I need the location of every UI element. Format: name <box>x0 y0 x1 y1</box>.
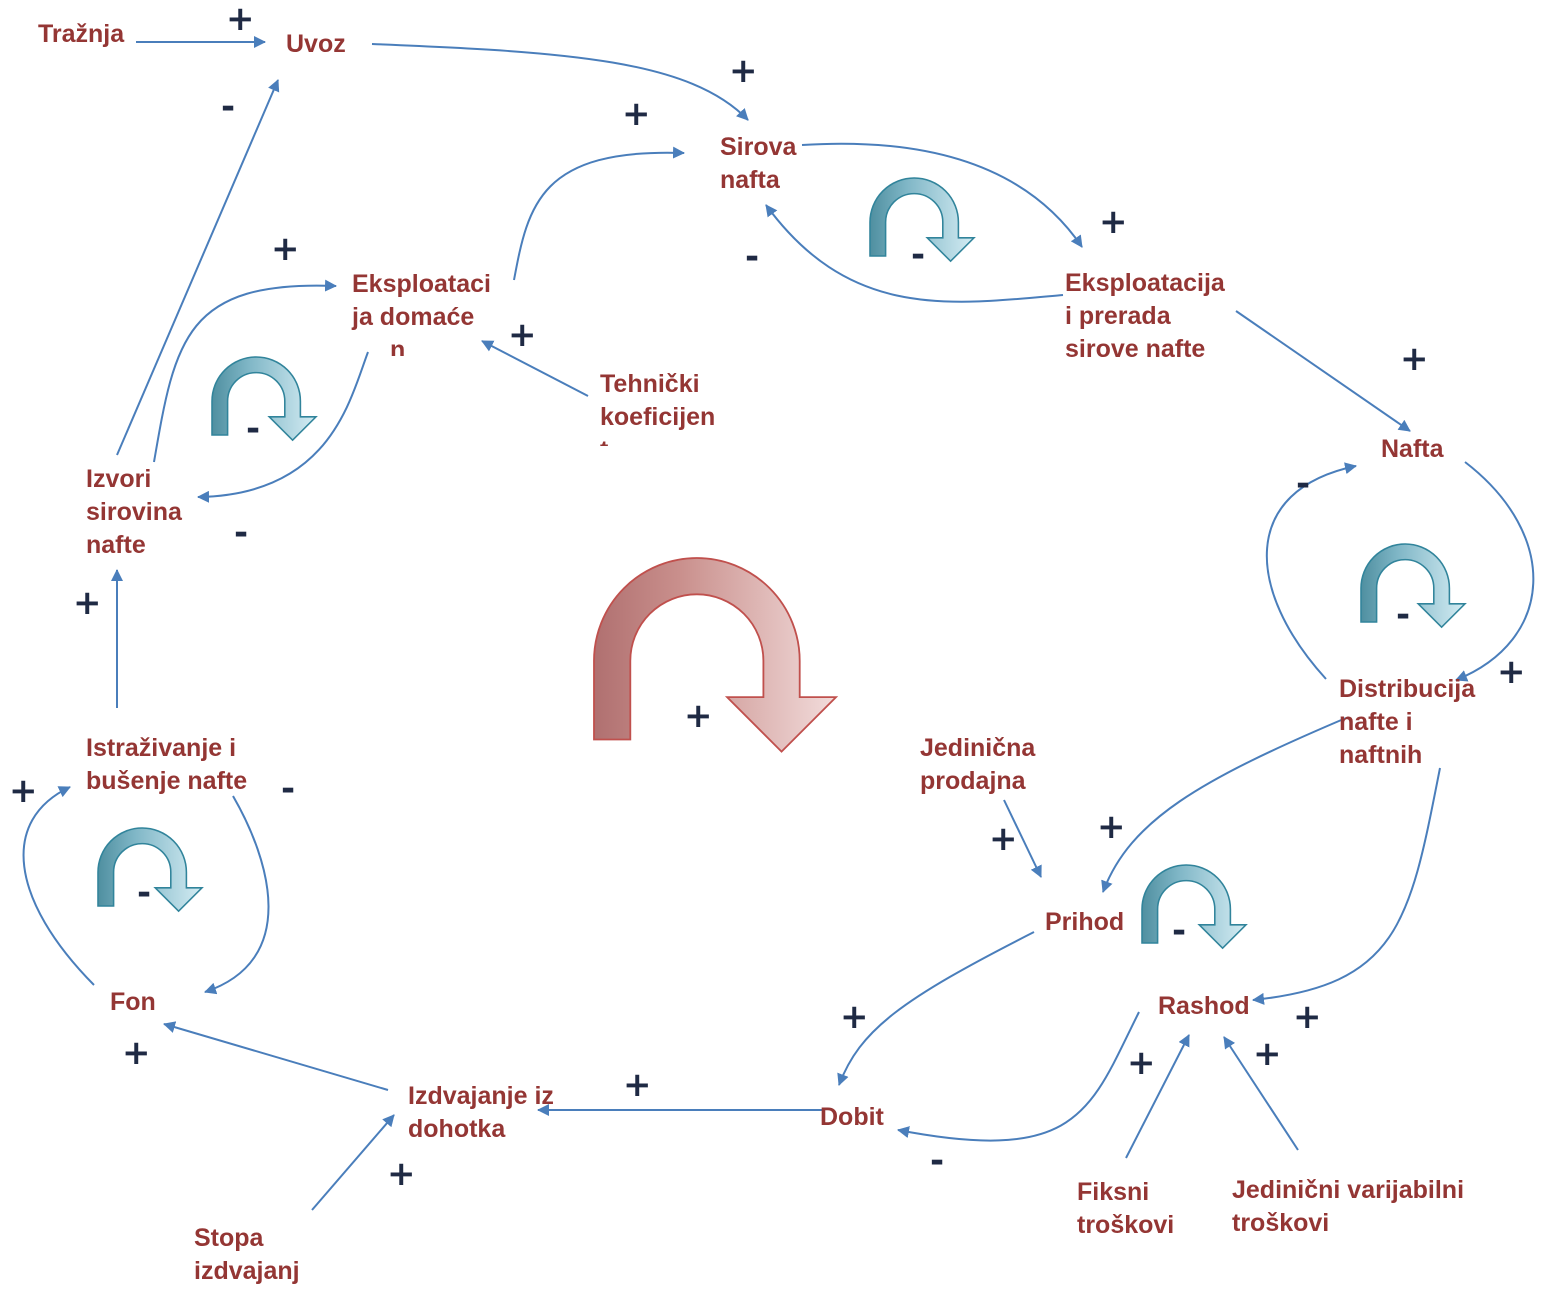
node-traznja: Tražnja <box>38 20 125 48</box>
node-istrazivanje: Istraživanje i bušenje nafte <box>86 734 247 795</box>
sign-izvori-uvoz: - <box>221 87 235 127</box>
sign-distribucija-prihod: + <box>1097 807 1126 847</box>
sign-nafta-distribucija: + <box>1497 652 1526 692</box>
loop-sign-nafta: - <box>1396 595 1410 635</box>
sign-dobit-izdvajanje: + <box>623 1065 652 1105</box>
node-stopa-izdvajanja: Stopa izdvajanj <box>194 1224 300 1285</box>
loop-icons <box>97 177 1467 950</box>
sign-istrazivanje-izvori: + <box>73 583 102 623</box>
node-fon: Fon <box>110 988 156 1016</box>
link-varijabilni-rashod <box>1223 1036 1299 1151</box>
link-istrazivanje-fon <box>204 795 270 995</box>
link-tehnicki-domace <box>481 340 589 397</box>
loop-arrow-icon-sirova <box>869 177 976 263</box>
node-uvoz: Uvoz <box>286 30 346 58</box>
sign-distribucija-nafta: - <box>1296 464 1310 504</box>
sign-domace-sirova: + <box>622 94 651 134</box>
node-eksploatacija-domace: Eksploataci ja domaće n <box>351 270 498 364</box>
loop-sign-main: + <box>684 696 713 736</box>
link-distribucija-nafta <box>1265 462 1357 680</box>
link-domace-sirova-nafta <box>513 146 685 281</box>
sign-sirova-prerada: + <box>1099 202 1128 242</box>
loop-arrow-icon-istrazivanje <box>97 827 204 913</box>
loop-sign-prihod: - <box>1172 911 1186 951</box>
loop-sign-sirova: - <box>911 235 925 275</box>
sign-traznja-uvoz: + <box>226 0 255 39</box>
links <box>22 36 1535 1211</box>
node-rashod: Rashod <box>1158 992 1250 1020</box>
node-eksploatacija-prerada: Eksploatacija i prerada sirove nafte <box>1065 269 1232 363</box>
sign-prerada-sirova: - <box>745 237 759 277</box>
link-prerada-nafta <box>1235 310 1411 432</box>
loop-sign-domace: - <box>246 409 260 449</box>
sign-istrazivanje-fon: - <box>281 769 295 809</box>
svg-text:Eksploataci ja domaće: Eksploataci ja domaće n <box>351 270 498 364</box>
svg-text:Tehnički koeficijen: Tehnički koeficijen t <box>600 370 722 464</box>
sign-prihod-dobit: + <box>840 997 869 1037</box>
node-dobit: Dobit <box>820 1103 885 1131</box>
node-izdvajanje: Izdvajanje iz dohotka <box>408 1082 561 1143</box>
link-fon-istrazivanje <box>22 786 95 986</box>
link-domace-izvori <box>197 351 369 503</box>
link-distribucija-prihod <box>1101 717 1347 893</box>
link-izvori-uvoz <box>116 79 280 456</box>
link-signs: + - + + + - + + - + - + + + - + + + + - … <box>9 0 1526 1194</box>
link-izdvajanje-fon <box>163 1021 389 1091</box>
link-sirova-prerada <box>801 142 1083 248</box>
link-nafta-distribucija <box>1455 461 1535 682</box>
node-nafta: Nafta <box>1381 435 1445 463</box>
node-labels: Tražnja Uvoz Sirova nafta Eksploataci ja… <box>38 20 1482 1285</box>
loop-signs: - - - - - + <box>137 235 1410 951</box>
link-prihod-dobit <box>837 931 1035 1086</box>
loop-arrow-icon-nafta <box>1360 543 1467 629</box>
sign-stopa-izdvajanje: + <box>387 1154 416 1194</box>
sign-prerada-nafta: + <box>1400 339 1429 379</box>
link-fiksni-rashod <box>1125 1034 1190 1159</box>
link-uvoz-sirova-nafta <box>371 43 749 121</box>
link-rashod-dobit <box>897 1011 1140 1142</box>
loop-sign-istrazivanje: - <box>137 873 151 913</box>
sign-uvoz-sirova: + <box>729 51 758 91</box>
node-prihod: Prihod <box>1045 908 1124 936</box>
link-stopa-izdvajanje <box>311 1114 395 1211</box>
sign-varijabilni-rashod: + <box>1253 1034 1282 1074</box>
sign-distribucija-rashod: + <box>1293 997 1322 1037</box>
sign-izvori-domace: + <box>271 229 300 269</box>
loop-arrow-icon-domace <box>211 356 318 442</box>
node-tehnicki-koeficijent: Tehnički koeficijen t <box>600 370 722 464</box>
node-sirova-nafta: Sirova nafta <box>720 133 803 194</box>
node-fiksni-troskovi: Fiksni troškovi <box>1077 1178 1174 1239</box>
link-izvori-domace <box>153 279 337 463</box>
sign-tehnicki-domace: + <box>508 315 537 355</box>
loop-arrow-icon-prihod <box>1141 864 1248 950</box>
loop-arrow-icon-main <box>593 557 839 753</box>
sign-domace-izvori: - <box>234 513 248 553</box>
node-distribucija: Distribucija nafte i naftnih <box>1339 675 1482 769</box>
node-izvori-sirovina: Izvori sirovina nafte <box>86 465 189 559</box>
link-jedinicna-prihod <box>1003 799 1042 878</box>
sign-jedinicna-prihod: + <box>989 819 1018 859</box>
sign-fon-istrazivanje: + <box>9 771 38 811</box>
sign-rashod-dobit: - <box>930 1141 944 1181</box>
link-distribucija-rashod <box>1252 767 1441 1005</box>
sign-fiksni-rashod: + <box>1127 1043 1156 1083</box>
sign-izdvajanje-fon: + <box>122 1033 151 1073</box>
link-prerada-sirova <box>765 204 1064 303</box>
node-jedinicna-prodajna: Jedinična prodajna <box>920 734 1042 795</box>
node-jedinicni-varijabilni: Jedinični varijabilni troškovi <box>1232 1176 1471 1237</box>
